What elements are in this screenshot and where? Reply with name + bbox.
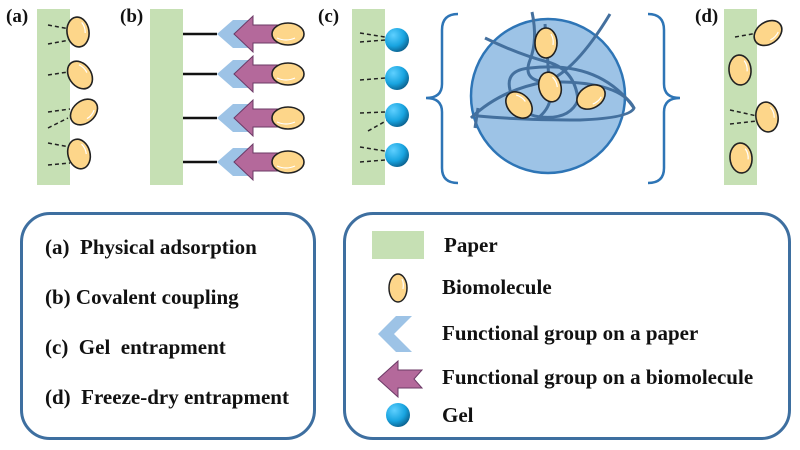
adsorption-bonds [47,24,71,166]
methods-box: (a) Physical adsorption (b) Covalent cou… [20,212,316,440]
paper-strip [150,9,183,185]
paper-strip [37,9,70,185]
paper-functional-group-icon [378,316,412,352]
immobilization-diagrams [37,9,788,185]
gel-bead [385,66,409,90]
gel-bead [385,103,409,127]
legend-box: Paper Biomolecule Functional group on a … [343,212,791,440]
legend-label: Biomolecule [442,275,552,299]
panel-label-c: (c) [318,6,340,27]
paper-swatch [372,231,424,259]
panel-b-covalent-coupling [150,9,306,185]
gel-bead-icon [386,403,410,427]
left-brace [425,12,459,185]
biomolecule [64,93,104,131]
biomolecule-functional-group-icon [377,359,424,399]
legend-label: Gel [442,403,474,427]
legend-item-gel: Gel [346,401,788,435]
legend-label: Functional group on a biomolecule [442,365,754,389]
method-gel-entrapment: (c) Gel entrapment [45,335,226,359]
method-covalent-coupling: (b) Covalent coupling [45,285,239,309]
method-freeze-dry-entrapment: (d) Freeze-dry entrapment [45,385,289,409]
panel-label-d: (d) [695,6,719,27]
legend-item-biomolecule-functional-group: Functional group on a biomolecule [346,359,788,399]
paper-strip [352,9,385,185]
method-physical-adsorption: (a) Physical adsorption [45,235,257,259]
legend-item-paper-functional-group: Functional group on a paper [346,315,788,352]
biomolecule [752,99,782,135]
biomolecule [534,27,558,59]
gel-bead [385,28,409,52]
legend-item-biomolecule: Biomolecule [346,271,788,305]
right-brace [647,12,681,185]
legend-label: Functional group on a paper [442,321,699,345]
legend-label: Paper [444,233,498,257]
covalent-linkage [183,14,305,54]
panel-label-b: (b) [120,6,144,27]
panel-c-gel-entrapment [352,9,681,185]
legend-item-paper: Paper [346,231,788,265]
biomolecule-icon [388,273,408,303]
gel-bead [385,143,409,167]
panel-d-freeze-dry-entrapment [724,9,788,185]
panel-a-physical-adsorption [37,9,104,185]
panel-label-a: (a) [6,6,29,27]
